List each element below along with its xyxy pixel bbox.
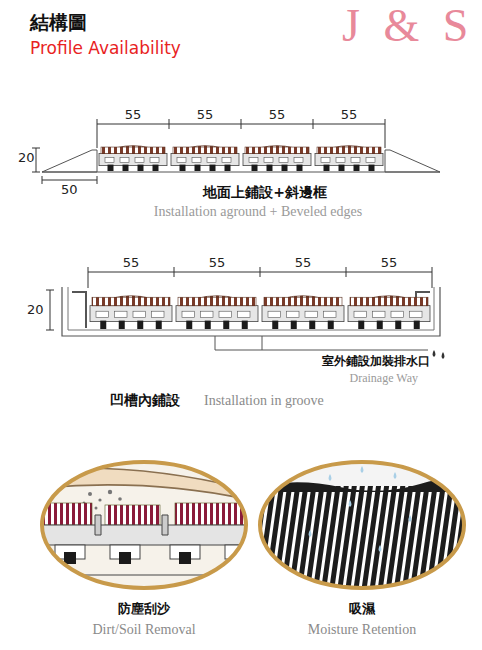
dimension: 55: [341, 108, 358, 123]
logo: J & S: [342, 0, 474, 53]
caption-en: Moisture Retention: [258, 622, 466, 638]
dimension: 55: [269, 108, 286, 123]
caption-en: Dirt/Soil Removal: [40, 622, 248, 638]
detail-circle: 吸濕 Moisture Retention: [258, 460, 466, 638]
dimension: 55: [125, 108, 142, 123]
caption-zh: 地面上鋪設+斜邊框: [203, 184, 327, 200]
dimension: 55: [381, 256, 398, 271]
detail-circle: 防塵刮沙 Dirt/Soil Removal: [40, 460, 248, 638]
dimension: 55: [123, 256, 140, 271]
dimension: 50: [61, 183, 78, 198]
title: 結構圖: [30, 12, 87, 34]
dimension: 20: [18, 151, 35, 166]
caption-zh: 凹槽內鋪設: [110, 392, 180, 408]
caption-zh: 防塵刮沙: [40, 600, 248, 618]
note-en: Drainage Way: [350, 372, 418, 386]
dimension: 55: [197, 108, 214, 123]
caption-en: Installation in groove: [204, 393, 324, 409]
circle-outline: [258, 460, 466, 592]
caption-zh: 吸濕: [258, 600, 466, 618]
dimension: 20: [27, 303, 44, 318]
dimension: 55: [209, 256, 226, 271]
note-zh: 室外鋪設加裝排水口: [322, 355, 430, 369]
circle-outline: [40, 460, 248, 592]
dimension: 55: [295, 256, 312, 271]
subtitle: Profile Availability: [30, 39, 181, 59]
caption-en: Installation aground + Beveled edges: [154, 204, 363, 220]
